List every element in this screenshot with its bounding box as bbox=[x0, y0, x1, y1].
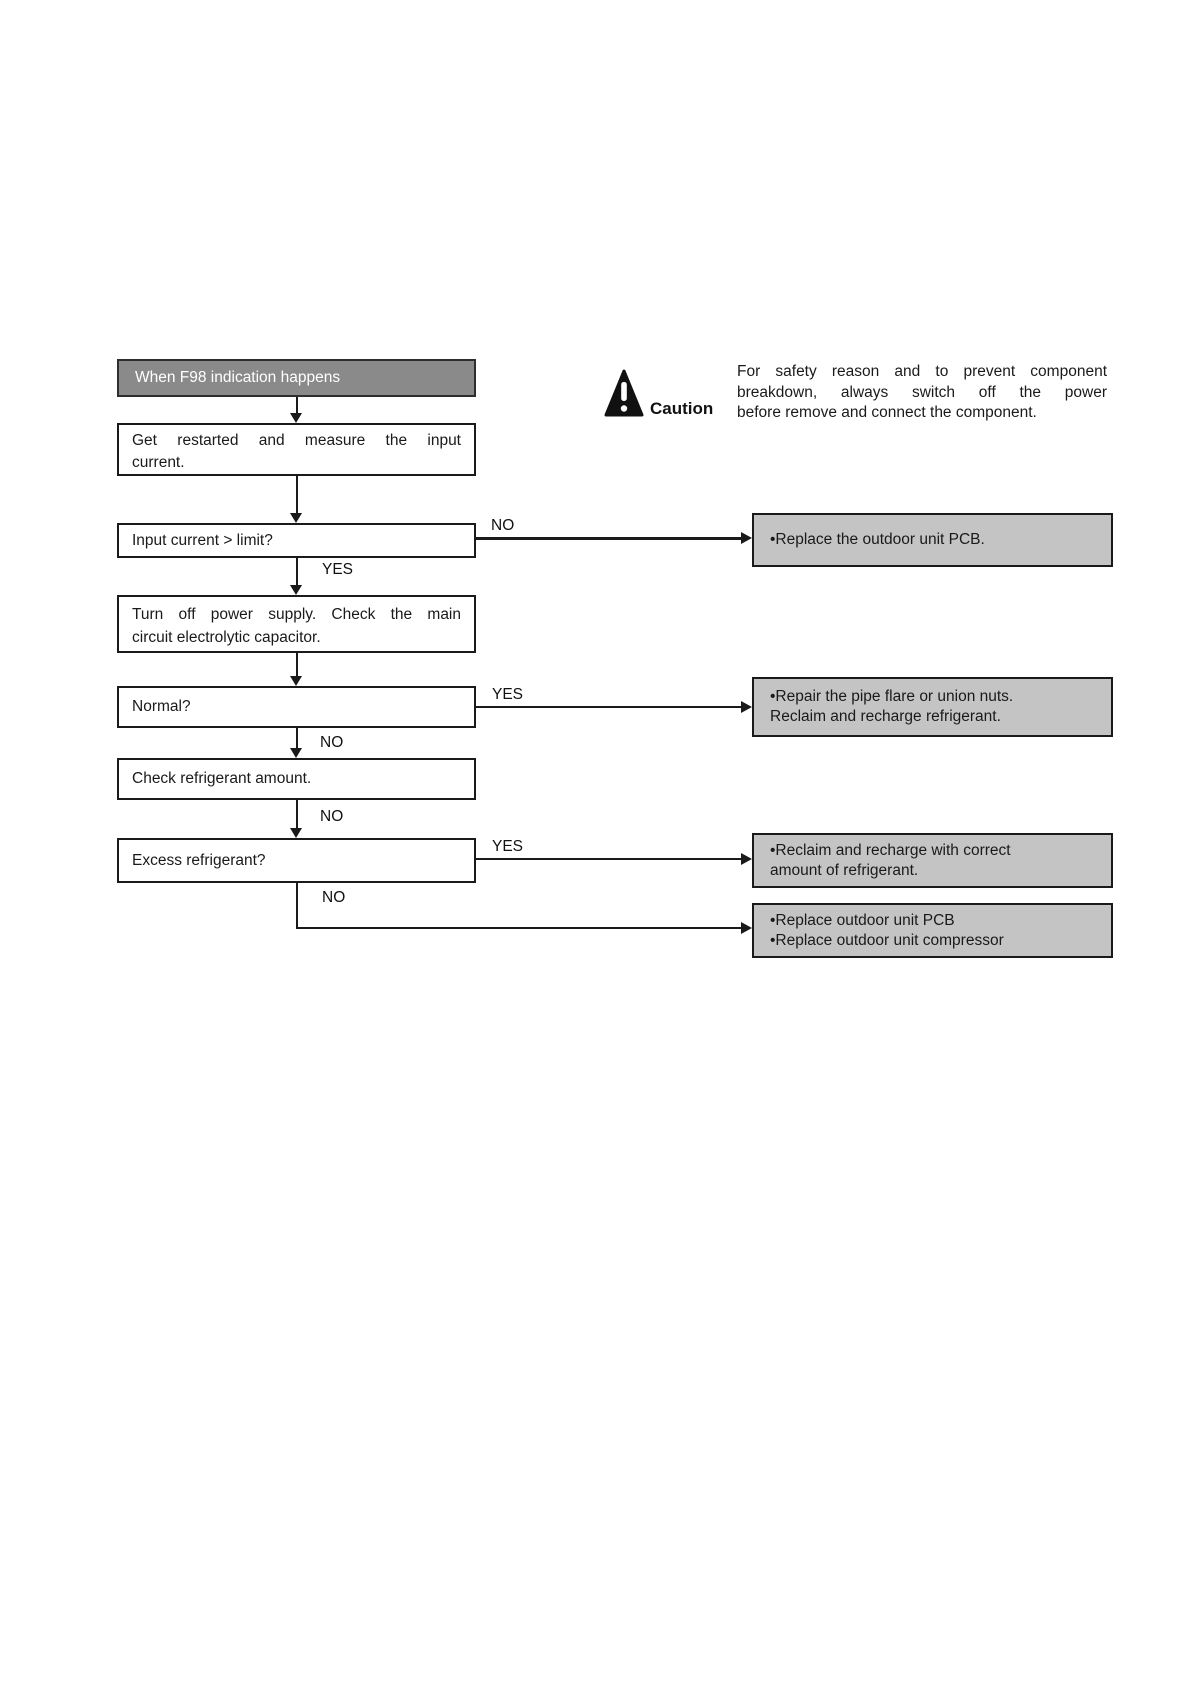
connector-line bbox=[296, 728, 298, 749]
flow-step-turn-off: Turn off power supply. Check the main ci… bbox=[117, 595, 476, 653]
edge-label-no: NO bbox=[491, 517, 515, 534]
arrowhead-down-icon bbox=[290, 676, 302, 686]
arrowhead-right-icon bbox=[741, 922, 752, 934]
arrowhead-right-icon bbox=[741, 853, 752, 865]
arrowhead-down-icon bbox=[290, 513, 302, 523]
flow-step-check-refrigerant: Check refrigerant amount. bbox=[117, 758, 476, 800]
step-restart-line2: current. bbox=[132, 454, 185, 471]
connector-line bbox=[476, 858, 742, 860]
action-repair-pipe-line2: Reclaim and recharge refrigerant. bbox=[770, 708, 1001, 725]
step-check-refrigerant-label: Check refrigerant amount. bbox=[132, 770, 312, 787]
flow-action-replace-pcb: •Replace the outdoor unit PCB. bbox=[752, 513, 1113, 567]
warning-triangle-icon bbox=[604, 369, 644, 424]
connector-line bbox=[296, 397, 298, 414]
connector-line bbox=[476, 706, 742, 708]
arrowhead-down-icon bbox=[290, 585, 302, 595]
caution-paragraph: For safety reason and to prevent compone… bbox=[737, 362, 1107, 424]
edge-label-yes: YES bbox=[492, 686, 524, 703]
connector-line bbox=[296, 653, 298, 677]
step-turn-off-line1: Turn off power supply. Check the main bbox=[132, 606, 461, 623]
step-restart-line1: Get restarted and measure the input bbox=[132, 432, 461, 449]
caution-label: Caution bbox=[650, 399, 714, 418]
decision-excess-label: Excess refrigerant? bbox=[132, 851, 266, 869]
flow-action-replace-pcb-compressor: •Replace outdoor unit PCB •Replace outdo… bbox=[752, 903, 1113, 958]
arrowhead-down-icon bbox=[290, 748, 302, 758]
flow-decision-input-current: Input current > limit? bbox=[117, 523, 476, 558]
flow-decision-excess: Excess refrigerant? bbox=[117, 838, 476, 883]
caution-line1: For safety reason and to prevent compone… bbox=[737, 363, 1107, 380]
connector-line bbox=[296, 558, 298, 586]
edge-label-yes: YES bbox=[492, 838, 524, 855]
action-reclaim-line2: amount of refrigerant. bbox=[770, 861, 919, 879]
connector-line bbox=[296, 927, 742, 929]
flow-action-repair-pipe: •Repair the pipe flare or union nuts. Re… bbox=[752, 677, 1113, 737]
action-reclaim-line1: •Reclaim and recharge with correct bbox=[770, 841, 1011, 859]
action-replace-both-line1: •Replace outdoor unit PCB bbox=[770, 911, 955, 929]
edge-label-no: NO bbox=[320, 808, 344, 825]
action-replace-both-line2: •Replace outdoor unit compressor bbox=[770, 931, 1004, 949]
edge-label-yes: YES bbox=[322, 561, 354, 578]
flow-decision-normal: Normal? bbox=[117, 686, 476, 728]
arrowhead-down-icon bbox=[290, 413, 302, 423]
decision-normal-label: Normal? bbox=[132, 698, 191, 715]
edge-label-no: NO bbox=[320, 734, 344, 751]
arrowhead-down-icon bbox=[290, 828, 302, 838]
step-turn-off-line2: circuit electrolytic capacitor. bbox=[132, 629, 321, 646]
connector-line bbox=[296, 800, 298, 829]
decision-input-current-label: Input current > limit? bbox=[132, 531, 273, 549]
connector-line bbox=[296, 883, 298, 929]
flow-step-restart: Get restarted and measure the input curr… bbox=[117, 423, 476, 476]
edge-label-no: NO bbox=[322, 889, 346, 906]
action-replace-pcb-label: •Replace the outdoor unit PCB. bbox=[770, 531, 985, 548]
action-repair-pipe-line1: •Repair the pipe flare or union nuts. bbox=[770, 688, 1014, 705]
connector-line bbox=[476, 537, 742, 540]
flow-start-label: When F98 indication happens bbox=[135, 369, 341, 386]
flow-action-reclaim-recharge: •Reclaim and recharge with correct amoun… bbox=[752, 833, 1113, 888]
arrowhead-right-icon bbox=[741, 701, 752, 713]
connector-line bbox=[296, 476, 298, 514]
caution-line3: before remove and connect the component. bbox=[737, 404, 1037, 421]
arrowhead-right-icon bbox=[741, 532, 752, 544]
caution-line2: breakdown, always switch off the power bbox=[737, 383, 1107, 401]
flow-start-box: When F98 indication happens bbox=[117, 359, 476, 397]
